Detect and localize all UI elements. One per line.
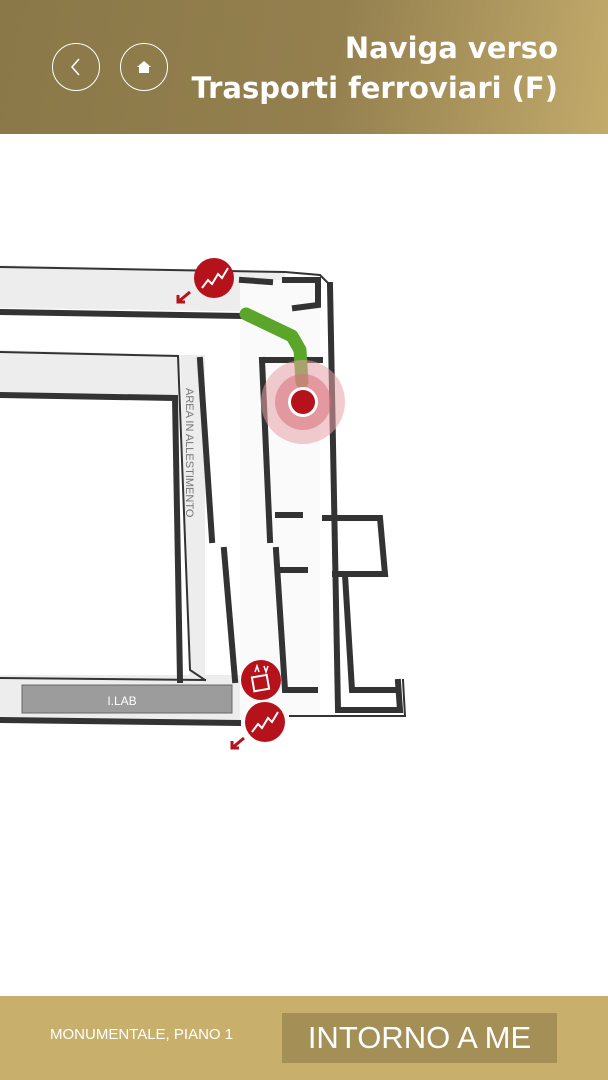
home-icon (137, 61, 151, 73)
back-button[interactable] (52, 43, 100, 91)
walls (0, 265, 407, 727)
elevator-icon[interactable] (241, 660, 281, 700)
header: Naviga verso Trasporti ferroviari (F) (0, 0, 608, 134)
current-location: MONUMENTALE, PIANO 1 (50, 1026, 234, 1043)
page-title: Naviga verso Trasporti ferroviari (F) (192, 28, 559, 108)
floor-map[interactable]: I.LAB AREA IN ALLESTIMENTO (0, 134, 608, 996)
room-label-area: AREA IN ALLESTIMENTO (183, 388, 195, 518)
stairs-icon[interactable] (230, 702, 285, 750)
destination-marker (261, 360, 345, 444)
title-destination: Trasporti ferroviari (F) (191, 71, 559, 105)
stairs-icon[interactable] (176, 258, 234, 304)
room-ilab[interactable] (21, 684, 233, 714)
home-button[interactable] (120, 43, 168, 91)
around-me-button[interactable]: INTORNO A ME (282, 1013, 557, 1063)
room-label-ilab: I.LAB (107, 694, 136, 708)
title-line-1: Naviga verso (344, 31, 558, 65)
footer: MONUMENTALE, PIANO 1 INTORNO A ME (0, 996, 608, 1080)
corridors (0, 265, 320, 725)
chevron-left-icon (71, 58, 80, 76)
